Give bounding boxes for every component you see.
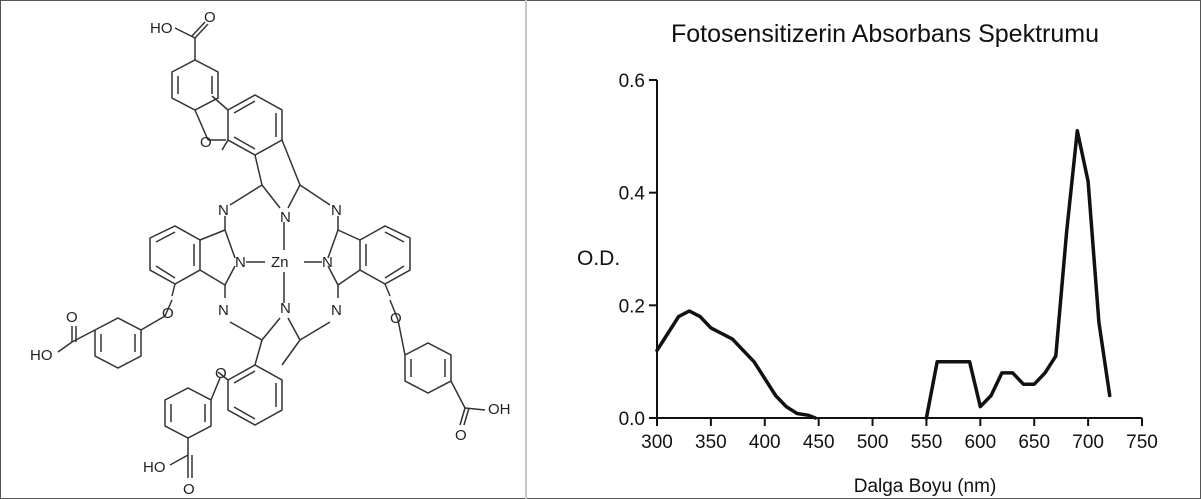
- x-tick-label: 450: [803, 432, 835, 453]
- nitrogen-label-bottom: N: [280, 300, 291, 317]
- data-point: [1022, 383, 1025, 386]
- oxygen-label-top: O: [200, 134, 212, 151]
- aryl-arm-bottom: [164, 377, 221, 478]
- chart-ticks: 0.0 0.2 0.4 0.6 300 350 400 450 500 550 600 650 700 7…: [619, 71, 1158, 453]
- acid-label-left: HO: [30, 347, 53, 364]
- oxygen-label-bottom: O: [215, 365, 227, 382]
- isoindole-bottom: [217, 317, 331, 426]
- y-tick-label: 0.2: [619, 296, 645, 317]
- data-point: [979, 405, 982, 408]
- data-point: [957, 360, 960, 363]
- data-point: [666, 332, 669, 335]
- x-tick-label: 350: [695, 432, 727, 453]
- data-point: [968, 360, 971, 363]
- carbonyl-oxygen-right: O: [455, 427, 467, 444]
- data-point: [946, 360, 950, 363]
- zinc-label: Zn: [271, 254, 289, 271]
- isoindole-top: [211, 94, 331, 209]
- y-tick-label: 0.6: [619, 71, 645, 92]
- x-tick-label: 550: [911, 432, 943, 453]
- carbonyl-oxygen-bottom: O: [183, 481, 195, 498]
- nitrogen-label-top-right: N: [331, 202, 342, 219]
- data-point: [936, 360, 939, 363]
- data-point: [1011, 371, 1014, 375]
- acid-label-top: HO: [150, 20, 173, 37]
- x-tick-label: 700: [1072, 432, 1104, 453]
- data-point: [785, 405, 788, 408]
- data-point: [1097, 321, 1101, 324]
- data-point: [1076, 129, 1079, 132]
- data-point: [925, 416, 928, 420]
- data-point: [1065, 230, 1068, 234]
- data-point: [1043, 371, 1047, 375]
- nitrogen-label-right: N: [322, 254, 333, 271]
- data-point: [806, 413, 810, 417]
- data-point: [731, 337, 734, 341]
- nitrogen-label-top: N: [280, 209, 291, 226]
- data-point: [795, 412, 799, 415]
- aryl-arm-right: [389, 299, 486, 426]
- x-tick-label: 600: [964, 432, 996, 453]
- data-point: [655, 349, 659, 352]
- data-point: [698, 315, 702, 318]
- x-axis-label: Dalga Boyu (nm): [854, 476, 997, 497]
- acid-label-bottom: HO: [143, 459, 166, 476]
- aryl-arm-left: [57, 299, 173, 369]
- chart-title: Fotosensitizerin Absorbans Spektrumu: [671, 20, 1099, 48]
- panel-divider: [525, 0, 527, 499]
- data-point: [1054, 354, 1057, 358]
- data-point: [688, 309, 691, 313]
- carbonyl-oxygen-top: O: [204, 9, 216, 26]
- aryl-arm-top: [171, 21, 226, 141]
- chart-axes: [656, 80, 1142, 419]
- nitrogen-label-bottom-left: N: [218, 302, 229, 319]
- data-point: [774, 394, 777, 397]
- nitrogen-label-top-left: N: [218, 202, 229, 219]
- absorbance-line-segment-2: [924, 128, 1112, 420]
- x-tick-label: 500: [857, 432, 889, 453]
- data-point: [989, 394, 993, 397]
- data-point: [752, 360, 756, 363]
- acid-label-right: OH: [488, 401, 511, 418]
- data-point: [677, 315, 680, 318]
- x-tick-label: 650: [1018, 432, 1050, 453]
- nitrogen-label-left: N: [235, 254, 246, 271]
- chart-series: [655, 128, 1112, 420]
- nitrogen-label-bottom-right: N: [331, 302, 342, 319]
- isoindole-left: [149, 216, 236, 298]
- data-point: [814, 416, 817, 420]
- zinc-coordination: [246, 222, 322, 303]
- carbonyl-oxygen-left: O: [66, 309, 78, 326]
- data-point: [1033, 383, 1036, 386]
- isoindole-right: [327, 216, 411, 298]
- data-point: [763, 377, 766, 380]
- x-tick-label: 750: [1126, 432, 1158, 453]
- oxygen-label-left: O: [162, 305, 174, 322]
- absorbance-line-segment-1: [655, 309, 818, 420]
- data-point: [742, 349, 745, 352]
- y-tick-label: 0.0: [619, 409, 645, 430]
- y-axis-label: O.D.: [577, 247, 620, 270]
- oxygen-label-right: O: [390, 310, 402, 327]
- absorbance-chart: Fotosensitizerin Absorbans Spektrumu O.D…: [577, 20, 1158, 497]
- molecule-structure: Zn N N N N N N N N O O O O O O O O HO HO…: [30, 9, 511, 498]
- y-tick-label: 0.4: [619, 184, 646, 205]
- data-point: [1086, 180, 1090, 183]
- data-point: [720, 332, 723, 335]
- x-tick-label: 300: [641, 432, 673, 453]
- data-point: [709, 326, 713, 330]
- x-tick-label: 400: [749, 432, 781, 453]
- data-point: [1000, 371, 1004, 375]
- data-point: [1108, 394, 1111, 397]
